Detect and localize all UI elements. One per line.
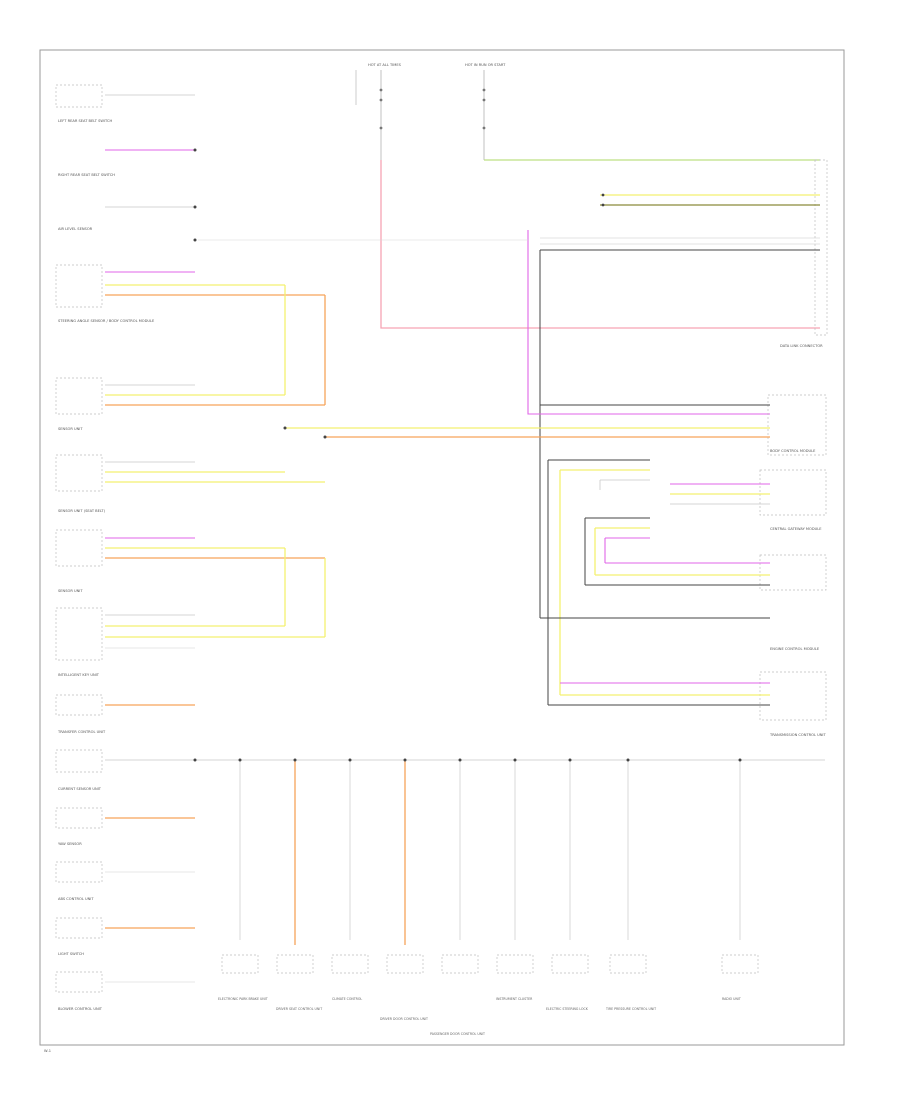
engine-control-module: CENTRAL GATEWAY MODULE	[540, 517, 827, 619]
fuse-label-left: HOT AT ALL TIMES	[368, 63, 402, 67]
footer-code: W-1	[44, 1049, 51, 1053]
left-label-8: TRANSFER CONTROL UNIT	[57, 730, 106, 734]
bottom-label-7: TIRE PRESSURE CONTROL UNIT	[605, 1007, 656, 1011]
top-fuse-left: HOT AT ALL TIMES	[355, 63, 402, 160]
left-label-10: YAW SENSOR	[58, 842, 82, 846]
data-link-connector: DATA LINK CONNECTOR	[540, 159, 828, 348]
bottom-label-5: INSTRUMENT CLUSTER	[496, 997, 533, 1001]
right-label-bcm: BODY CONTROL MODULE	[770, 449, 816, 453]
left-label-13: BLOWER CONTROL UNIT	[58, 1007, 103, 1011]
left-label-5: SENSOR UNIT (SEAT BELT)	[58, 509, 106, 513]
bottom-label-2: CLIMATE CONTROL	[332, 997, 362, 1001]
bottom-components: ELECTRONIC PARK BRAKE UNIT DRIVER SEAT C…	[218, 954, 759, 1036]
bottom-bus	[105, 758, 825, 945]
bottom-label-3: DRIVER DOOR CONTROL UNIT	[380, 1017, 428, 1021]
left-components: LEFT REAR SEAT BELT SWITCH RIGHT REAR SE…	[55, 84, 528, 1011]
left-label-4: SENSOR UNIT	[58, 427, 83, 431]
bottom-label-8: RADIO UNIT	[722, 997, 741, 1001]
left-label-11: ABS CONTROL UNIT	[58, 897, 94, 901]
left-label-1: RIGHT REAR SEAT BELT SWITCH	[58, 173, 115, 177]
wire-pink-power	[380, 160, 820, 329]
left-label-12: LIGHT SWITCH	[58, 952, 84, 956]
left-label-6: SENSOR UNIT	[58, 589, 83, 593]
bottom-label-0: ELECTRONIC PARK BRAKE UNIT	[218, 997, 268, 1001]
left-label-2: AIR LEVEL SENSOR	[58, 227, 93, 231]
bottom-label-4: PASSENGER DOOR CONTROL UNIT	[430, 1032, 485, 1036]
wire-violet-trunk	[527, 230, 770, 415]
left-label-9: CURRENT SENSOR UNIT	[58, 787, 102, 791]
transmission-control-unit: ENGINE CONTROL MODULE TRANSMISSION CONTR…	[548, 647, 826, 737]
left-label-0: LEFT REAR SEAT BELT SWITCH	[58, 119, 113, 123]
central-gateway-module	[547, 459, 827, 705]
right-label-ecm: ENGINE CONTROL MODULE	[770, 647, 820, 651]
left-label-3: STEERING ANGLE SENSOR / BODY CONTROL MOD…	[58, 319, 155, 323]
diagram-frame	[39, 49, 845, 1046]
left-label-7: INTELLIGENT KEY UNIT	[58, 673, 100, 677]
fuse-label-right: HOT IN RUN OR START	[465, 63, 506, 67]
right-label-dlc: DATA LINK CONNECTOR	[780, 344, 823, 348]
top-fuse-right: HOT IN RUN OR START	[465, 63, 506, 160]
body-control-module: BODY CONTROL MODULE	[285, 394, 827, 456]
right-label-tcu: TRANSMISSION CONTROL UNIT	[769, 733, 826, 737]
right-label-gateway: CENTRAL GATEWAY MODULE	[770, 527, 822, 531]
bottom-label-6: ELECTRIC STEERING LOCK	[546, 1007, 589, 1011]
bottom-label-1: DRIVER SEAT CONTROL UNIT	[276, 1007, 322, 1011]
